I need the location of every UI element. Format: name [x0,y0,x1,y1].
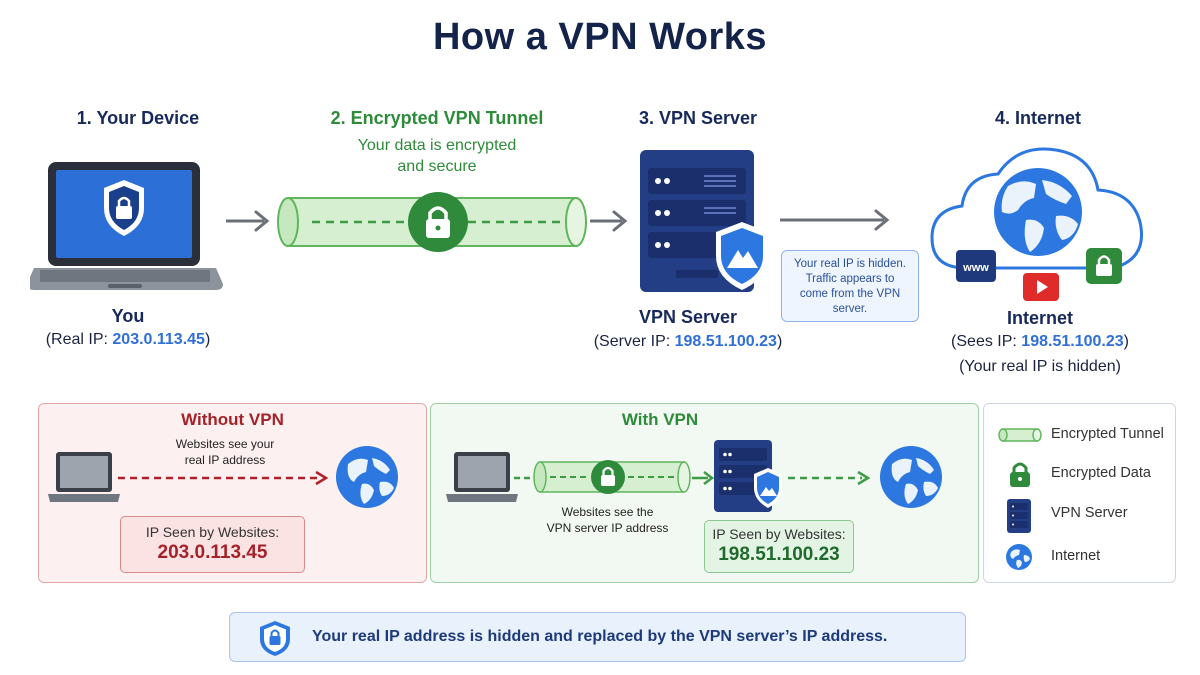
video-play-icon [1023,273,1059,301]
tunnel-icon [998,428,1042,442]
device-ip-prefix: (Real IP: [45,331,113,348]
internet-ip-prefix: (Sees IP: [951,333,1022,350]
internet-ip-line: (Sees IP: 198.51.100.23) [920,333,1160,351]
callout-line2: Traffic appears to [805,273,895,285]
without-vpn-note: Websites see your real IP address [150,436,300,468]
stage-title-device: 1. Your Device [76,108,200,128]
server-ip-value: 198.51.100.23 [674,333,777,350]
cloud-icon [930,147,1143,270]
tunnel-icon [277,192,587,252]
internet-label: Internet [1006,308,1073,328]
without-vpn-ip-box: IP Seen by Websites: 203.0.113.45 [120,516,305,573]
arrow-right-icon [226,210,270,232]
banner-text: Your real IP address is hidden and repla… [312,628,888,645]
tunnel-icon [533,460,691,494]
stage-title-tunnel: 2. Encrypted VPN Tunnel [330,108,544,128]
page-title: How a VPN Works [432,16,768,58]
internet-ip-value: 198.51.100.23 [1021,333,1124,350]
without-vpn-note-line2: real IP address [184,453,266,467]
legend-label-server: VPN Server [1051,505,1128,521]
dashed-arrow-icon [514,476,534,480]
website-icon: www [956,250,996,282]
server-ip-line: (Server IP: 198.51.100.23) [566,333,810,351]
without-vpn-note-line1: Websites see your [175,437,275,451]
legend-item-lock: Encrypted Data [997,459,1172,489]
server-ip-prefix: (Server IP: [593,333,675,350]
without-vpn-title: Without VPN [181,410,284,429]
lock-icon [1010,462,1030,487]
legend-item-server: VPN Server [997,499,1172,533]
callout-line1: Your real IP is hidden. [794,258,906,270]
dashed-arrow-icon [118,470,329,486]
with-vpn-note-line1: Websites see the [561,505,654,519]
tunnel-subtitle-line2: and secure [397,158,477,175]
legend-label-lock: Encrypted Data [1051,465,1151,481]
with-vpn-title: With VPN [621,410,699,429]
with-vpn-ip-value: 198.51.100.23 [718,544,840,565]
server-icon [714,440,782,512]
legend-item-internet: Internet [997,542,1172,572]
with-vpn-ip-box: IP Seen by Websites: 198.51.100.23 [704,520,854,573]
lock-icon [1086,248,1122,284]
laptop-icon [446,452,518,502]
internet-ip-suffix: ) [1123,333,1129,350]
internet-ip-note: (Your real IP is hidden) [959,358,1121,375]
laptop-icon [30,162,223,290]
server-icon [640,150,768,292]
legend-item-tunnel: Encrypted Tunnel [997,420,1172,450]
device-ip-line: (Real IP: 203.0.113.45) [8,331,248,349]
globe-icon [336,446,398,508]
tunnel-subtitle-line1: Your data is encrypted [357,137,517,154]
without-vpn-ip-label: IP Seen by Websites: [145,524,280,540]
hidden-ip-callout: Your real IP is hidden. Traffic appears … [781,250,919,322]
device-ip-value: 203.0.113.45 [112,331,205,348]
laptop-icon [48,452,120,502]
arrow-right-icon [590,210,628,232]
stage-title-server: 3. VPN Server [638,108,758,128]
server-ip-suffix: ) [776,333,783,350]
server-icon [1007,499,1031,533]
without-vpn-ip-value: 203.0.113.45 [157,542,268,563]
stage-title-internet: 4. Internet [994,108,1082,128]
device-ip-suffix: ) [204,331,211,348]
globe-icon [880,446,942,508]
shield-lock-icon [260,621,290,656]
legend-label-tunnel: Encrypted Tunnel [1051,426,1164,442]
globe-icon [1006,544,1032,570]
callout-line3: come from the VPN [799,288,901,300]
arrow-right-icon [780,209,890,231]
tunnel-subtitle: Your data is encrypted and secure [312,135,562,177]
www-text: www [962,262,989,274]
with-vpn-note-line2: VPN server IP address [546,521,669,535]
device-label: You [111,306,145,326]
server-label: VPN Server [638,307,738,327]
dashed-arrow-icon [788,470,871,486]
callout-line4: server. [832,303,868,315]
with-vpn-note: Websites see the VPN server IP address [520,504,695,536]
legend-label-internet: Internet [1051,548,1101,564]
with-vpn-ip-label: IP Seen by Websites: [712,526,846,542]
arrow-right-icon [692,471,715,485]
summary-banner: Your real IP address is hidden and repla… [229,612,966,662]
